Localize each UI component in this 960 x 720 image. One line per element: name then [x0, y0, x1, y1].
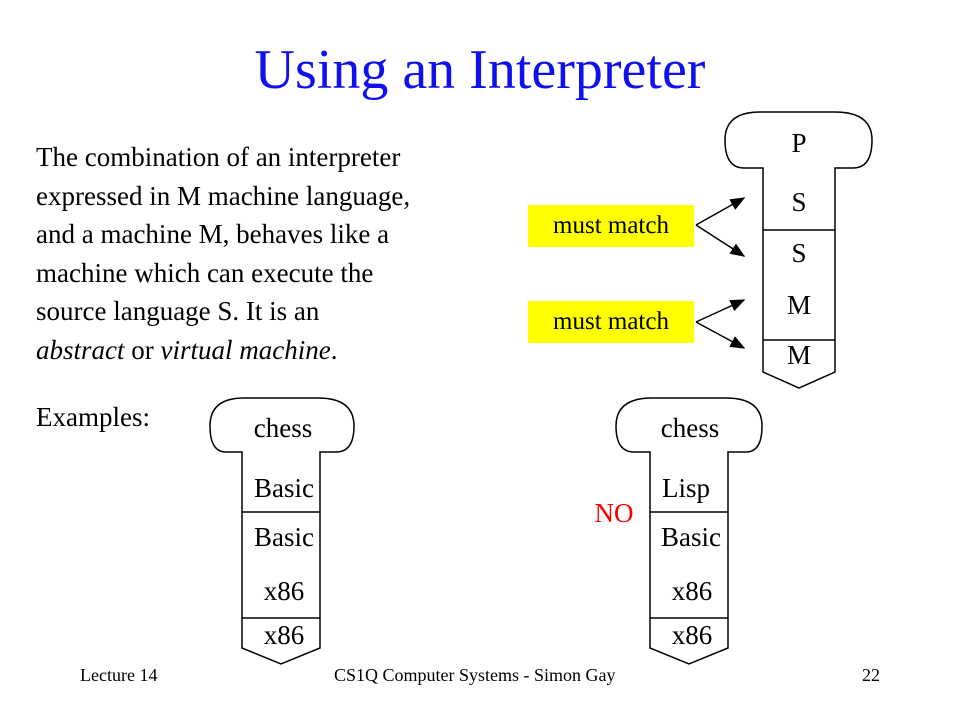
- program-language-label: Lisp: [662, 473, 710, 503]
- interpreter-shape: [241, 462, 321, 619]
- machine-shape: [649, 618, 729, 665]
- description-connector: or: [124, 334, 161, 365]
- description-line: source language S. It is an: [36, 296, 320, 326]
- example1-tombstone-group: chess Basic Basic x86 x86: [209, 397, 355, 665]
- match-arrows: [695, 197, 746, 349]
- footer-page-number: 22: [862, 665, 880, 685]
- emphasis-virtual-machine: virtual machine: [160, 334, 331, 365]
- program-label: P: [791, 128, 806, 158]
- interpreter-target-label: x86: [264, 576, 305, 606]
- interpreter-source-label: Basic: [661, 522, 721, 552]
- examples-label: Examples:: [36, 402, 150, 432]
- slide-title: Using an Interpreter: [254, 39, 706, 101]
- arrow-to-machine: [695, 321, 746, 349]
- description-line: expressed in M machine language,: [36, 180, 411, 211]
- emphasis-abstract: abstract: [36, 334, 125, 365]
- mismatch-label: NO: [595, 498, 634, 528]
- interpreter-shape: [762, 178, 836, 341]
- interpreter-source-label: S: [791, 238, 806, 268]
- program-language-label: S: [791, 187, 806, 217]
- must-match-label-bottom: must match: [528, 301, 694, 343]
- program-shape: [724, 111, 873, 178]
- interpreter-target-label: x86: [672, 576, 713, 606]
- footer-course-title: CS1Q Computer Systems - Simon Gay: [334, 665, 616, 685]
- description-period: .: [330, 334, 338, 365]
- top-tombstone-group: P S S M M: [724, 111, 873, 389]
- program-shape: [615, 397, 763, 462]
- machine-shape: [241, 618, 321, 665]
- program-label: chess: [661, 413, 719, 443]
- program-language-label: Basic: [254, 473, 314, 503]
- description-line: The combination of an interpreter: [36, 142, 401, 172]
- description-line: machine which can execute the: [36, 257, 374, 288]
- must-match-label-top: must match: [528, 205, 694, 247]
- machine-label: x86: [264, 620, 305, 650]
- machine-shape: [762, 340, 836, 389]
- interpreter-target-label: M: [787, 290, 811, 320]
- interpreter-shape: [649, 462, 729, 619]
- arrow-to-program-language: [695, 197, 746, 226]
- machine-label: M: [787, 340, 811, 370]
- footer-lecture: Lecture 14: [80, 665, 158, 685]
- arrow-to-interpreter-target: [695, 299, 746, 323]
- description-line: abstract or virtual machine.: [36, 331, 506, 370]
- machine-label: x86: [672, 620, 713, 650]
- description-line: and a machine M, behaves like a: [36, 219, 390, 249]
- arrow-to-interpreter-source: [695, 224, 746, 257]
- example2-tombstone-group: chess Lisp Basic x86 x86 NO: [595, 397, 763, 665]
- interpreter-source-label: Basic: [254, 522, 314, 552]
- program-label: chess: [254, 413, 312, 443]
- description-paragraph: The combination of an interpreter expres…: [36, 138, 506, 369]
- program-shape: [209, 397, 355, 462]
